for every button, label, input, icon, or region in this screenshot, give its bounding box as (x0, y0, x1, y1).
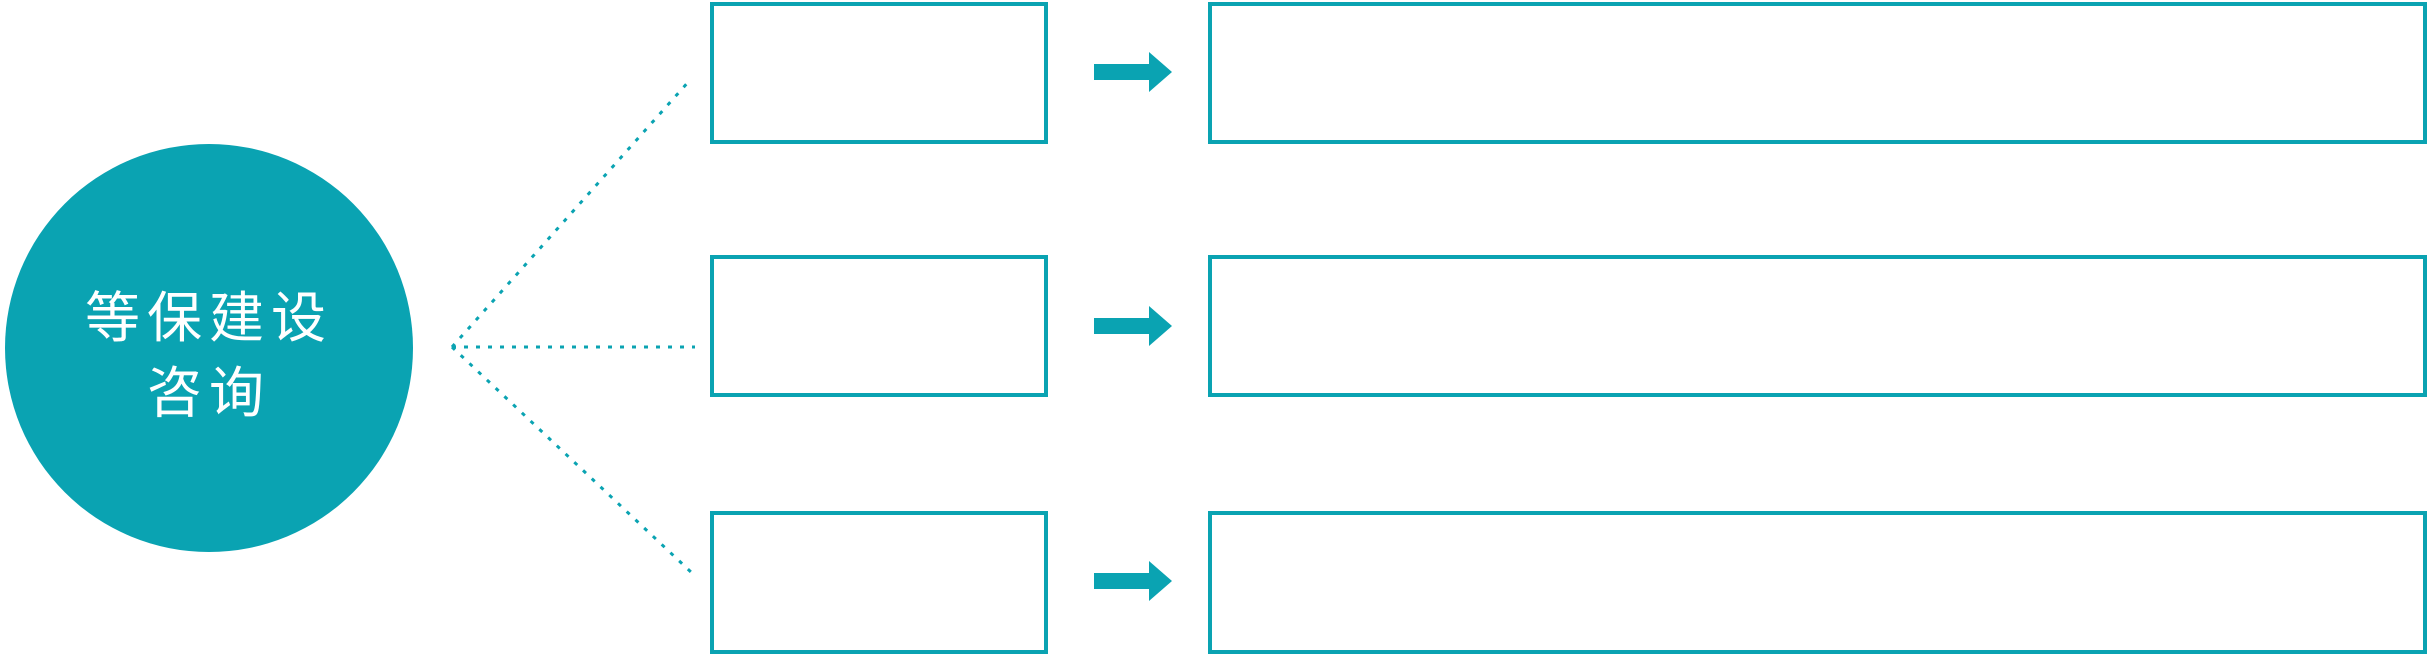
description-box-2 (1208, 255, 2427, 397)
description-box-3 (1208, 511, 2427, 654)
dashed-connector-top-icon (450, 79, 692, 348)
dashed-connector-bottom-icon (450, 345, 694, 575)
category-box-1 (710, 2, 1048, 144)
arrow-right-icon (1094, 306, 1172, 346)
category-box-3 (710, 511, 1048, 654)
description-box-1 (1208, 2, 2427, 144)
category-box-2 (710, 255, 1048, 397)
arrow-right-icon (1094, 52, 1172, 92)
topic-circle-label: 等保建设 咨询 (85, 265, 333, 431)
arrow-right-icon (1094, 561, 1172, 601)
topic-label-line2: 咨询 (146, 362, 271, 424)
topic-circle: 等保建设 咨询 (5, 144, 413, 552)
topic-label-line1: 等保建设 (84, 287, 333, 350)
